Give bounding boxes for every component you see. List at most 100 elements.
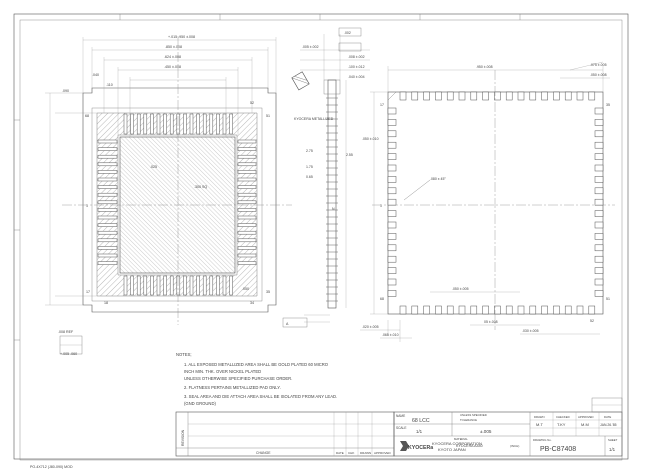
lead-finger-left <box>97 200 118 205</box>
castellation-pad-top <box>529 91 537 101</box>
lead-finger-bottom <box>229 275 233 296</box>
right-dim-corner: .030 ±.005 <box>522 329 539 333</box>
title-block: REVISION CHANGE DATE CHK DRAWN APPROVED … <box>175 397 623 457</box>
lead-finger-left <box>97 162 118 167</box>
revision-header: REVISION <box>181 429 185 446</box>
castellation-pad-left <box>387 153 397 160</box>
lead-finger-right <box>237 192 257 197</box>
lead-finger-bottom <box>169 275 174 296</box>
note-line-2: INCH MIN. THK. OVER NICKEL PLATED <box>184 369 261 374</box>
castellation-pad-left <box>387 187 397 195</box>
name-label: NAME <box>396 414 405 418</box>
castellation-pad-right <box>594 164 604 172</box>
border-zone-ticks <box>14 14 521 341</box>
lead-finger-left <box>97 147 118 151</box>
middle-section-upper <box>323 79 341 95</box>
lead-finger-bottom <box>196 275 200 296</box>
left-dim-lead-width: .025 <box>150 165 157 169</box>
castellation-pad-left <box>387 130 397 138</box>
castellation-pad-bottom <box>458 305 466 315</box>
lead-finger-right <box>237 261 257 265</box>
lead-finger-right <box>237 208 257 212</box>
lead-finger-top <box>169 113 174 135</box>
castellation-pad-left <box>387 176 397 183</box>
lead-finger-bottom <box>183 275 187 296</box>
left-dim-chamfer: .040 <box>92 73 99 77</box>
lead-finger-bottom <box>143 275 148 296</box>
left-pin-68: 68 <box>85 114 89 118</box>
right-pin-1: 1 <box>380 204 382 208</box>
castellation-pad-right <box>594 210 604 217</box>
left-dim-outer-pattern: .850 ±.008 <box>165 45 182 49</box>
lead-finger-left <box>97 177 118 182</box>
sheet-label: SHEET <box>608 438 618 442</box>
castellation-pad-top <box>411 91 419 101</box>
castellation-pad-left <box>387 221 397 229</box>
left-dim-overall: +.015 .950 ±.008 <box>168 35 195 39</box>
note-line-4: 2. FLATNESS PERTAINS METALLIZED PAD ONLY… <box>184 385 281 390</box>
right-index-chamfer <box>387 91 397 101</box>
left-reference-box <box>282 317 308 328</box>
lead-finger-bottom <box>222 275 227 296</box>
lead-finger-right <box>237 177 257 182</box>
castellation-pad-top <box>494 91 501 101</box>
castellation-pad-bottom <box>470 305 478 315</box>
lead-finger-left <box>97 238 118 243</box>
lead-finger-right <box>237 223 257 227</box>
unit-label: (INCH) <box>510 444 519 448</box>
right-leader-line <box>403 179 431 201</box>
lead-finger-right <box>237 215 257 220</box>
middle-dim-2: .100 ±.012 <box>348 65 365 69</box>
middle-dim-1: .008 ±.002 <box>348 55 365 59</box>
lead-finger-bottom <box>123 275 128 296</box>
castellation-pad-right <box>594 267 604 274</box>
left-pin-51: 51 <box>266 114 270 118</box>
middle-dim-5: 1.75 <box>306 165 313 169</box>
lead-finger-bottom <box>216 275 220 296</box>
middle-pad-detail <box>291 71 310 91</box>
notes-block: NOTES; 1. ALL EXPOSED METALLIZED AREA SH… <box>176 352 337 406</box>
castellation-pad-left <box>387 290 397 297</box>
middle-flatness-frame <box>338 27 362 37</box>
castellation-pad-top <box>541 91 548 101</box>
drawn-value: M.T <box>536 422 543 427</box>
lead-finger-right <box>237 230 257 235</box>
right-dim-pitch: .050 ±.005 <box>452 287 469 291</box>
middle-callout-metallized: KYOCERA METALLIZED <box>294 117 334 121</box>
castellation-pad-bottom <box>399 305 407 315</box>
lead-finger-left <box>97 261 118 265</box>
right-castellation-pads <box>387 91 604 315</box>
company-line-2: KYOTO JAPAN <box>438 447 466 452</box>
date-label: DATE <box>604 415 611 419</box>
lead-finger-top <box>222 113 227 135</box>
lead-finger-bottom <box>136 275 141 296</box>
kyocera-logo: KYOCERa <box>400 441 433 451</box>
castellation-pad-bottom <box>564 305 572 315</box>
lead-finger-top <box>189 113 194 135</box>
lead-finger-top <box>130 113 134 135</box>
middle-flatness-frame-2 <box>338 42 362 52</box>
castellation-pad-top <box>505 91 513 101</box>
castellation-pad-bottom <box>576 305 584 315</box>
lead-finger-top <box>229 113 233 135</box>
sheet-value: 1/1 <box>609 447 616 452</box>
scale-label: SCALE <box>396 426 406 430</box>
right-dim-side: .050 ±.010 <box>362 137 379 141</box>
castellation-pad-top <box>564 91 572 101</box>
kyocera-logo-text: KYOCERa <box>408 445 433 451</box>
lead-finger-top <box>163 113 167 135</box>
right-dim-spacing: 05 ±.008 <box>484 320 498 324</box>
castellation-pad-bottom <box>423 305 430 315</box>
right-pin-35: 35 <box>606 103 610 107</box>
drawing-number: PB-C87408 <box>540 446 576 453</box>
right-dimension-lines <box>360 61 610 342</box>
castellation-pad-left <box>387 278 397 286</box>
castellation-pad-right <box>594 141 604 149</box>
lead-finger-right <box>237 200 257 205</box>
lead-finger-top <box>196 113 200 135</box>
lead-finger-bottom <box>150 275 154 296</box>
castellation-pad-top <box>576 91 584 101</box>
right-package-outline <box>387 91 604 315</box>
lead-finger-left <box>97 139 118 144</box>
right-dim-overall: .950 ±.008 <box>476 65 493 69</box>
